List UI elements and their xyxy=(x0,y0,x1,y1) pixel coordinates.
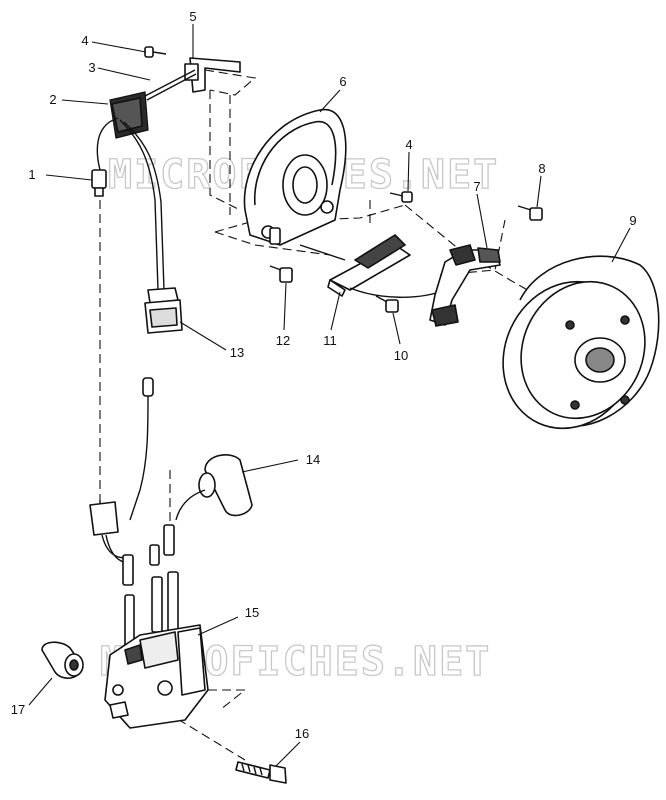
callout-4-top: 4 xyxy=(81,33,88,48)
rubber-bushing xyxy=(41,641,84,679)
pulser-coil xyxy=(299,234,411,297)
ground-wire-2 xyxy=(146,73,197,101)
lighting-coil xyxy=(429,244,501,327)
ignition-harness xyxy=(89,377,154,564)
callout-7: 7 xyxy=(473,179,480,194)
callout-8: 8 xyxy=(538,161,545,176)
ignition-coil xyxy=(104,624,209,729)
callout-1: 1 xyxy=(28,167,35,182)
leader-lines xyxy=(28,24,631,767)
callout-5: 5 xyxy=(189,9,196,24)
connector-plug xyxy=(144,287,183,334)
bracket-screw xyxy=(144,46,167,58)
callout-17: 17 xyxy=(11,702,25,717)
wire-terminal xyxy=(91,169,107,197)
coil-wire xyxy=(349,287,446,298)
callout-labels: 1 2 3 4 4 5 6 7 8 9 10 11 12 13 14 15 16… xyxy=(11,9,637,741)
callout-2: 2 xyxy=(49,92,56,107)
callout-15: 15 xyxy=(245,605,259,620)
coil-bracket-screw xyxy=(517,205,543,221)
callout-6: 6 xyxy=(339,74,346,89)
stator-plate xyxy=(243,108,347,246)
callout-16: 16 xyxy=(295,726,309,741)
coil-screw-left xyxy=(269,265,293,283)
voltage-regulator xyxy=(109,91,149,139)
spark-plug-cap xyxy=(175,454,253,521)
coil-screw-right xyxy=(375,295,399,313)
callout-10: 10 xyxy=(394,348,408,363)
wire-sleeves xyxy=(122,524,179,651)
callout-11: 11 xyxy=(323,333,337,348)
stator-screw xyxy=(389,191,413,203)
callout-9: 9 xyxy=(629,213,636,228)
flywheel xyxy=(502,255,660,430)
callout-14: 14 xyxy=(306,452,320,467)
callout-3: 3 xyxy=(88,60,95,75)
callout-13: 13 xyxy=(230,345,244,360)
ground-wire xyxy=(144,69,196,97)
callout-12: 12 xyxy=(276,333,290,348)
wire-harness xyxy=(96,117,165,291)
coil-mounting-bolt xyxy=(235,761,287,784)
callout-4-right: 4 xyxy=(405,137,412,152)
